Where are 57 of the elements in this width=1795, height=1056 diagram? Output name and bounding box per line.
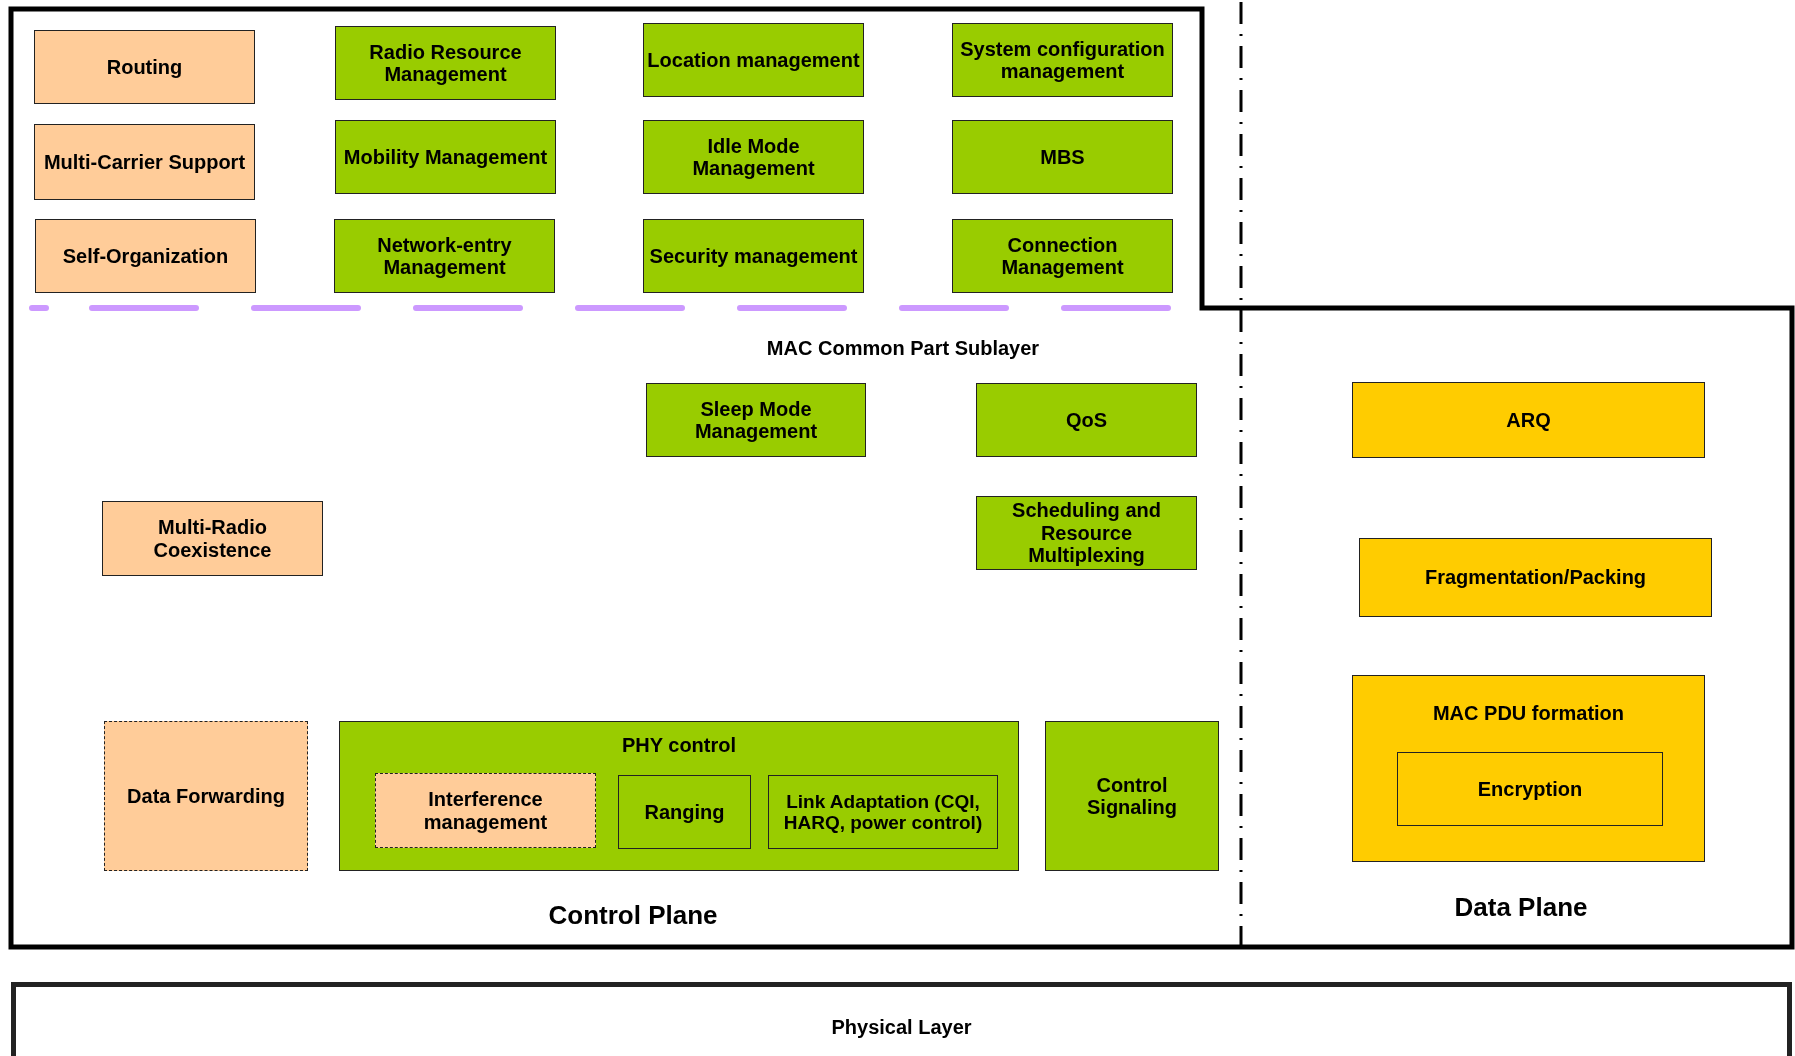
box-label: MAC PDU formation (1431, 702, 1626, 725)
box-label: Link Adaptation (CQI, HARQ, power control) (782, 790, 984, 834)
dashed-function-box (104, 721, 308, 871)
function-box (335, 120, 556, 194)
function-box (976, 383, 1197, 457)
box-label: Mobility Management (342, 145, 549, 169)
box-label: Ranging (643, 800, 726, 824)
function-box (1352, 382, 1705, 458)
function-box (643, 219, 864, 293)
function-box (1045, 721, 1219, 871)
layer-box (11, 982, 1792, 1056)
box-label: Idle Mode Management (691, 134, 816, 180)
function-box (646, 383, 866, 457)
function-box (1397, 752, 1663, 826)
function-box (102, 501, 323, 576)
box-label: Encryption (1476, 777, 1584, 801)
box-label: Data Forwarding (126, 784, 286, 808)
box-label: Multi-Carrier Support (42, 150, 247, 174)
function-box (952, 23, 1173, 97)
box-label: MBS (1039, 145, 1086, 169)
box-label: Location management (646, 48, 861, 72)
function-box (339, 721, 1019, 871)
box-label: Control Signaling (1086, 773, 1178, 819)
plane-label: Data Plane (1454, 891, 1588, 923)
sublayer-label: MAC Common Part Sublayer (766, 336, 1040, 360)
dashed-function-box (375, 773, 596, 848)
function-box (952, 120, 1173, 194)
box-label: Routing (105, 55, 184, 79)
box-label: Fragmentation/Packing (1423, 566, 1648, 589)
box-label: QoS (1064, 408, 1109, 432)
box-label: Interference management (422, 788, 549, 833)
box-label: Physical Layer (830, 1015, 973, 1039)
box-label: Security management (648, 244, 859, 268)
function-box (768, 775, 998, 849)
function-box (334, 219, 555, 293)
box-label: PHY control (620, 734, 738, 757)
box-label: Scheduling and Resource Multiplexing (1011, 499, 1162, 567)
box-label: Network-entry Management (376, 233, 513, 279)
box-label: System configuration management (959, 37, 1166, 83)
box-label: Connection Management (1000, 233, 1125, 279)
function-box (952, 219, 1173, 293)
box-label: Radio Resource Management (368, 40, 523, 86)
function-box (976, 496, 1197, 570)
function-box (34, 124, 255, 200)
box-label: ARQ (1505, 408, 1552, 432)
function-box (643, 23, 864, 97)
box-label: Multi-Radio Coexistence (152, 516, 273, 561)
function-box (35, 219, 256, 293)
plane-label: Control Plane (548, 899, 718, 931)
box-label: Sleep Mode Management (693, 397, 819, 443)
function-box (618, 775, 751, 849)
box-label: Self-Organization (61, 244, 230, 268)
function-box (643, 120, 864, 194)
function-box (335, 26, 556, 100)
function-box (1359, 538, 1712, 617)
function-box (34, 30, 255, 104)
function-box (1352, 675, 1705, 862)
